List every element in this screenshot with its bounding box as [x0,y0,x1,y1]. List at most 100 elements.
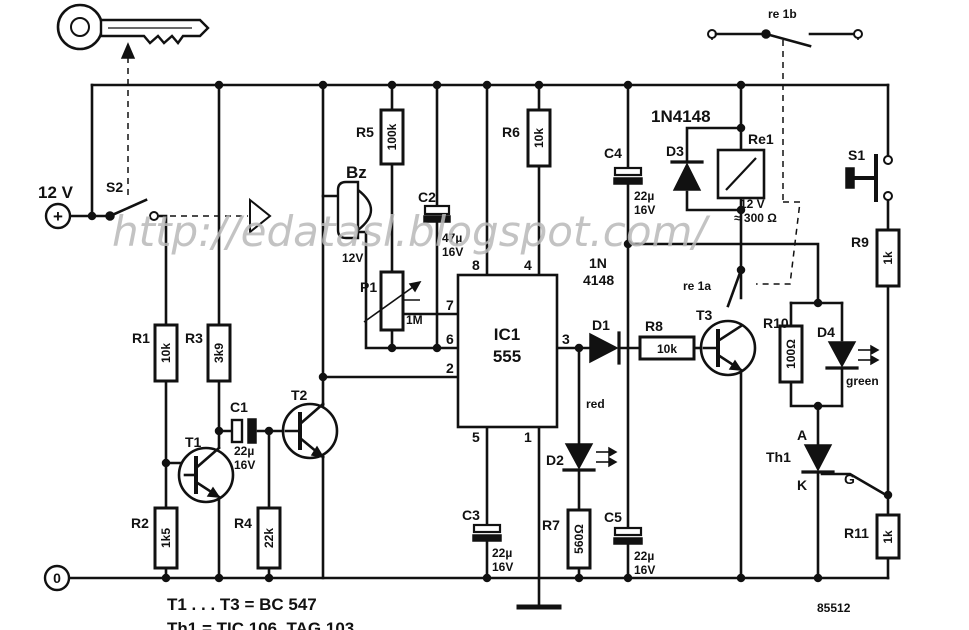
relay-resistance: ≈ 300 Ω [734,211,777,225]
transistor-t2 [281,402,339,460]
r6-value: 10k [532,128,546,148]
transistor-t1 [177,446,235,504]
r1-value: 10k [159,343,173,363]
switch-s2 [105,198,159,221]
buzzer-voltage: 12V [342,251,363,265]
c5-label: C5 [604,509,622,525]
key-icon [56,3,210,51]
pushbutton-s1 [845,154,893,202]
svg-text:+: + [53,207,63,226]
r7-value: 560Ω [572,524,586,554]
d2-color: red [586,397,605,411]
th1-gate: G [844,471,855,487]
key-link-arrowhead [120,42,136,59]
r11-value: 1k [881,530,895,544]
r5-value: 100k [385,123,399,150]
diode-d3 [670,160,704,191]
p1-value: 1M [406,313,423,327]
transistor-types-note: T1 . . . T3 = BC 547 [167,595,317,614]
buzzer-bz [336,180,373,240]
s2-label: S2 [106,179,123,195]
s1-label: S1 [848,147,865,163]
r8-label: R8 [645,318,663,334]
relay-coil-re1 [716,148,766,200]
r3-value: 3k9 [212,343,226,363]
thyristor-types-note: Th1 = TIC 106, TAG 103 [167,619,354,630]
resistor-r9 [875,228,901,288]
ic-pin6: 6 [446,331,454,347]
r9-value: 1k [881,251,895,265]
resistor-r2 [153,506,179,570]
d1-type-b: 4148 [583,272,614,288]
capacitor-c1 [230,418,257,444]
ic1-555-chip [456,273,559,429]
t2-label: T2 [291,387,308,403]
thyristor-th1 [801,444,835,474]
capacitor-c5 [613,526,643,545]
r6-label: R6 [502,124,520,140]
r2-value: 1k5 [159,528,173,548]
potentiometer-p1 [363,270,422,332]
svg-text:0: 0 [53,570,61,586]
th1-cathode: K [797,477,807,493]
c5-value: 22µ [634,549,654,563]
ic-pin4: 4 [524,257,532,273]
d1-label: D1 [592,317,610,333]
ic1-label: IC1 [494,325,520,344]
ic-pin7: 7 [446,297,454,313]
output-arrow-icon [249,197,272,235]
r1-label: R1 [132,330,150,346]
c5-voltage: 16V [634,563,655,577]
r8-value: 10k [657,342,677,356]
t3-label: T3 [696,307,713,323]
relay-contact-re1b [707,29,863,48]
resistor-r3 [206,323,232,383]
junction-dots [87,80,893,583]
r10-label: R10 [763,315,789,331]
re1b-label: re 1b [768,7,797,21]
ic-pin5: 5 [472,429,480,445]
c3-voltage: 16V [492,560,513,574]
d3-label: D3 [666,143,684,159]
d4-label: D4 [817,324,835,340]
r11-label: R11 [844,525,869,541]
resistor-r10 [778,324,804,384]
relay-voltage: 12 V [740,197,765,211]
r9-label: R9 [851,234,869,250]
resistor-r4 [256,506,282,570]
watermark-url: http://edatasl.blogspot.com/ [112,207,710,256]
ic-pin8: 8 [472,257,480,273]
t1-label: T1 [185,434,202,450]
c3-value: 22µ [492,546,512,560]
c1-label: C1 [230,399,248,415]
th1-label: Th1 [766,449,791,465]
resistor-r6 [526,108,552,168]
supply-terminal: + [44,202,72,230]
r7-label: R7 [542,517,560,533]
p1-label: P1 [360,279,377,295]
resistor-r1 [153,323,179,383]
relay-label: Re1 [748,131,774,147]
re1a-label: re 1a [683,279,711,293]
c2-label: C2 [418,189,436,205]
c4-label: C4 [604,145,622,161]
relay-contact-re1a [726,265,746,308]
r2-label: R2 [131,515,149,531]
ground-terminal: 0 [43,564,71,592]
diode-d1 [589,331,621,365]
c3-label: C3 [462,507,480,523]
c4-value: 22µ [634,189,654,203]
c4-voltage: 16V [634,203,655,217]
resistor-r11 [875,513,901,560]
ic-pin1: 1 [524,429,532,445]
r4-label: R4 [234,515,252,531]
relay-link-bottom [756,201,801,285]
capacitor-c3 [472,523,502,542]
d2-label: D2 [546,452,564,468]
transistor-t3 [699,319,757,377]
c1-value: 22µ [234,444,254,458]
r10-value: 100Ω [784,339,798,369]
d3-type: 1N4148 [651,107,711,126]
ic1-type: 555 [493,347,521,366]
